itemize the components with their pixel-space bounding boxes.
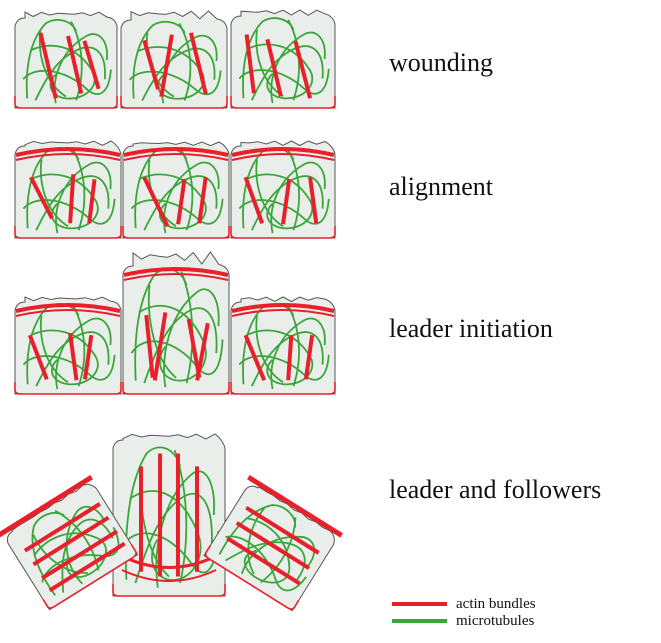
stage-label-alignment: alignment [389,174,493,200]
stage-label-wounding: wounding [389,50,493,76]
stage-label-leader-and-followers: leader and followers [389,477,601,503]
stage-alignment-cells [15,141,335,238]
stage-leader-and-followers-cells [0,434,342,612]
legend-actin: actin bundles [392,596,652,612]
legend-microtubules: microtubules [392,613,652,629]
followers-leader-cell-body [113,434,225,596]
stage-label-leader-initiation: leader initiation [389,316,553,342]
legend-microtubules-swatch [392,619,447,623]
legend-microtubules-label: microtubules [456,613,534,629]
stage-wounding-cells [15,10,335,108]
stage-leader-initiation-cells [15,252,335,394]
legend-actin-swatch [392,602,447,606]
legend-actin-label: actin bundles [456,596,536,612]
